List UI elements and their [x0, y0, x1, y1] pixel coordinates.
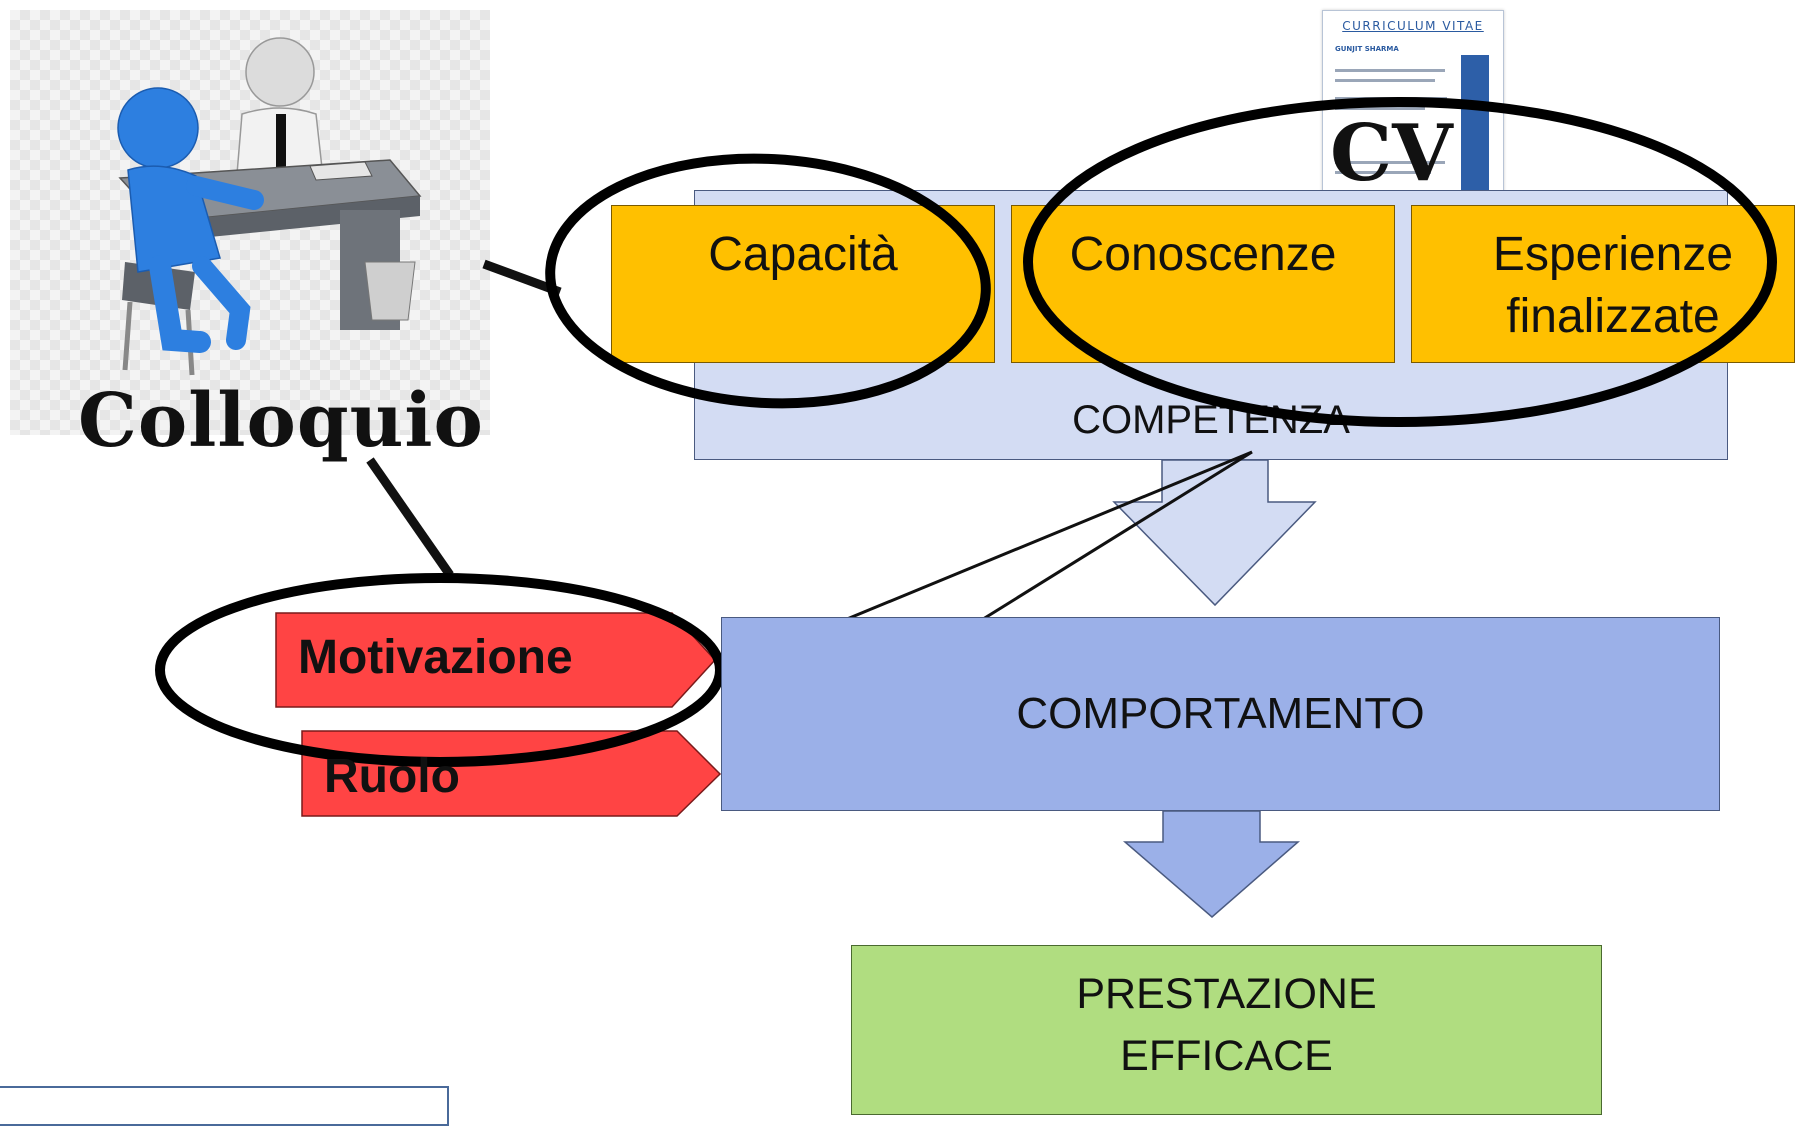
interview-clipart-image [10, 10, 490, 435]
conoscenze-label: Conoscenze [1069, 228, 1337, 281]
colloquio-label: Colloquio [78, 378, 484, 464]
curriculum-vitae-image: CURRICULUM VITAE GUNJIT SHARMA [1322, 10, 1504, 222]
prestazione-label-line1: PRESTAZIONE [1076, 970, 1377, 1018]
capacita-label: Capacità [708, 228, 898, 281]
cv-document-line [1335, 69, 1445, 72]
motivazione-label: Motivazione [298, 631, 573, 684]
cv-highlight-ellipse [1023, 97, 1777, 427]
capacita-box: Capacità [611, 205, 995, 363]
block-arrow-down-1 [1112, 459, 1317, 607]
cv-document-name: GUNJIT SHARMA [1335, 45, 1399, 53]
cv-document-heading: CURRICULUM VITAE [1342, 19, 1484, 33]
motivazione-tag [275, 612, 717, 708]
cv-label: CV [1330, 108, 1453, 199]
motivazione-highlight-ellipse [155, 573, 725, 767]
cv-document-line [1335, 107, 1425, 110]
comportamento-box: COMPORTAMENTO [721, 617, 1720, 811]
connector-line-colloquio-motivazione [366, 457, 454, 578]
esperienze-label: Esperienze finalizzate [1492, 228, 1734, 343]
bottom-left-frame [0, 1086, 449, 1126]
comportamento-label: COMPORTAMENTO [1016, 689, 1425, 738]
cv-document-line [1335, 79, 1435, 82]
ruolo-tag [301, 730, 722, 817]
interview-illustration [117, 37, 422, 376]
prestazione-box: PRESTAZIONE EFFICACE [851, 945, 1602, 1115]
ruolo-label: Ruolo [324, 750, 460, 803]
block-arrow-down-2 [1122, 810, 1301, 918]
cv-document-line [1335, 171, 1431, 174]
capacita-highlight-ellipse [545, 153, 991, 409]
prestazione-label-line2: EFFICACE [1120, 1032, 1333, 1080]
cv-document-line [1335, 161, 1445, 164]
